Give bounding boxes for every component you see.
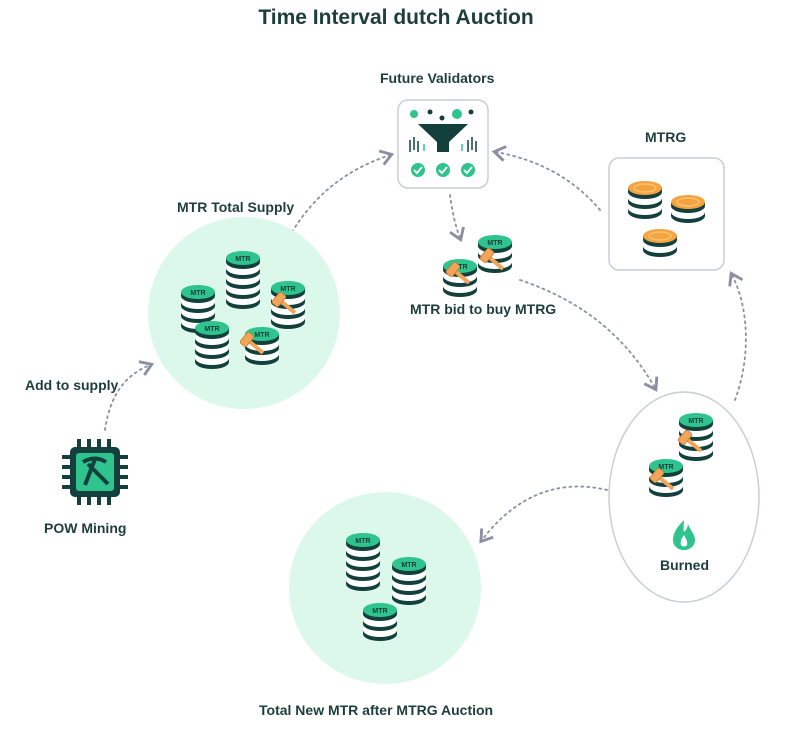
future-validators-box bbox=[397, 99, 489, 189]
arrow-burned-to-mtrg bbox=[728, 271, 747, 401]
mtr-bid-label: MTR bid to buy MTRG bbox=[410, 301, 557, 317]
flame-icon bbox=[673, 520, 695, 550]
mtrg-label: MTRG bbox=[645, 129, 687, 145]
mtr-total-supply-label: MTR Total Supply bbox=[177, 199, 295, 215]
total-new-mtr-label: Total New MTR after MTRG Auction bbox=[259, 702, 494, 718]
funnel-icon bbox=[409, 109, 477, 152]
mtrg-box bbox=[608, 157, 725, 271]
arrow-burned-to-new bbox=[479, 485, 608, 544]
mtr-total-supply-circle bbox=[148, 217, 340, 409]
burned-oval bbox=[608, 391, 760, 603]
add-to-supply-label: Add to supply bbox=[25, 377, 119, 393]
arrow-validators-to-bid bbox=[449, 194, 465, 243]
arrow-bid-to-burned bbox=[519, 279, 659, 392]
page-title: Time Interval dutch Auction bbox=[258, 6, 534, 29]
pow-mining-label: POW Mining bbox=[44, 520, 127, 536]
burned-label: Burned bbox=[660, 557, 709, 573]
check-icon bbox=[411, 163, 475, 177]
connector-arrows bbox=[104, 145, 747, 544]
arrow-mtrg-to-validators bbox=[491, 145, 601, 211]
total-new-mtr-circle bbox=[289, 492, 481, 684]
arrow-mining-to-supply bbox=[104, 360, 155, 431]
mtr-bid-stacks bbox=[443, 235, 512, 297]
future-validators-label: Future Validators bbox=[380, 70, 495, 86]
microchip-pickaxe-icon bbox=[62, 439, 128, 505]
arrow-supply-to-validators bbox=[291, 149, 395, 233]
